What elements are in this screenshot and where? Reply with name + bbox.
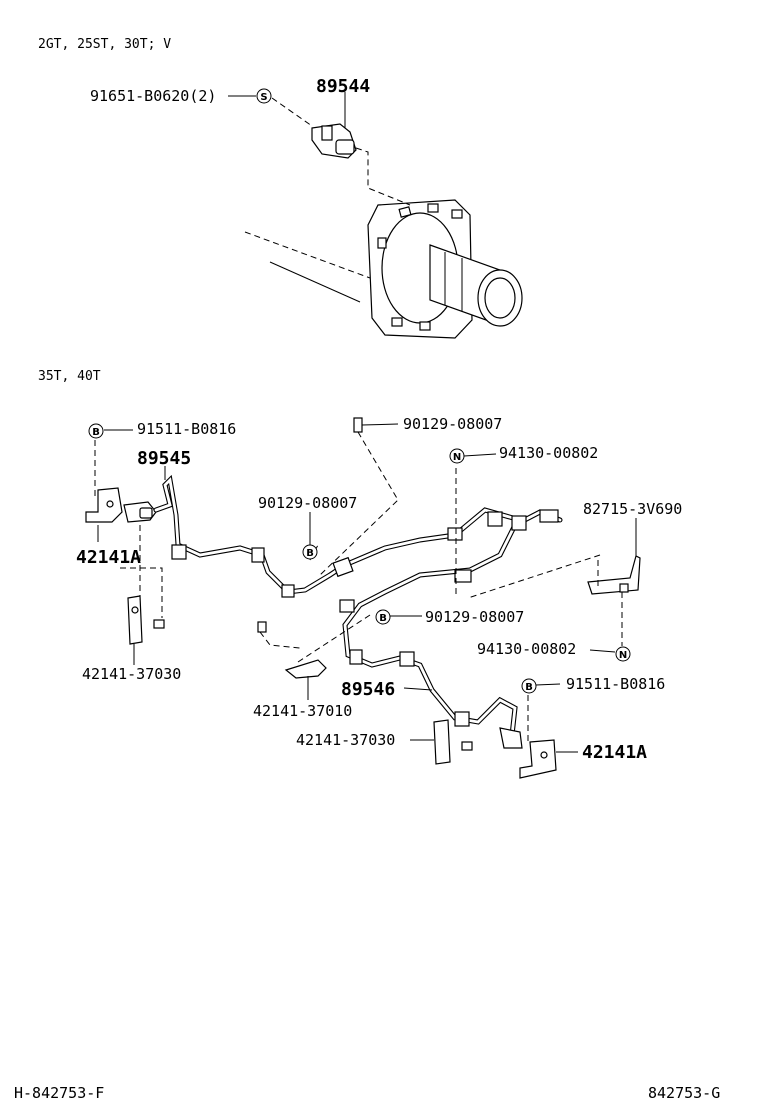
callout-42141a-left: 42141A (76, 547, 141, 568)
callout-90129-08007-low: 90129-08007 (425, 608, 524, 626)
callout-89545: 89545 (137, 448, 191, 469)
callout-82715-3v690: 82715-3V690 (583, 500, 682, 518)
bolt-90129-top (353, 417, 363, 433)
dashed-leaders (94, 431, 623, 745)
symbol-n-text-1: N (453, 452, 461, 463)
bracket-42141a-right (519, 739, 557, 779)
symbol-b-text-1: B (92, 427, 100, 438)
symbol-b-circle-3: B (375, 609, 391, 625)
symbol-b-text-2: B (306, 548, 314, 559)
speed-sensor-89544 (311, 123, 411, 206)
footer-left-code: H-842753-F (14, 1084, 104, 1102)
callout-90129-08007-top: 90129-08007 (403, 415, 502, 433)
section-label-bottom: 35T, 40T (38, 369, 101, 384)
callout-42141-37030-right: 42141-37030 (296, 731, 395, 749)
callout-91511-b0816-left: 91511-B0816 (137, 420, 236, 438)
axle-hub-illustration (244, 199, 523, 339)
sensor-89545 (123, 501, 157, 523)
sensor-89546 (499, 727, 523, 749)
callout-89546: 89546 (341, 679, 395, 700)
bracket-42141-37030-right (433, 719, 473, 765)
bracket-42141-37010 (257, 621, 327, 679)
bracket-82715-3v690 (587, 555, 641, 595)
callout-91651-b0620: 91651-B0620(2) (90, 87, 216, 105)
bracket-42141a-left (85, 487, 123, 523)
callout-94130-00802-low: 94130-00802 (477, 640, 576, 658)
symbol-b-text-3: B (379, 613, 387, 624)
symbol-n-text-2: N (619, 650, 627, 661)
callout-42141-37030-left: 42141-37030 (82, 665, 181, 683)
bracket-42141-37030-left (127, 595, 165, 645)
callout-89544: 89544 (316, 76, 370, 97)
footer-right-code: 842753-G (648, 1084, 720, 1102)
symbol-n-circle-2: N (615, 646, 631, 662)
symbol-b-circle-4: B (521, 678, 537, 694)
harness-clips (171, 509, 559, 727)
callout-94130-00802-top: 94130-00802 (499, 444, 598, 462)
symbol-s-circle: S (256, 88, 272, 104)
solid-leaders (97, 423, 637, 753)
section-label-top: 2GT, 25ST, 30T; V (38, 37, 171, 52)
symbol-s-text: S (260, 92, 267, 103)
callout-42141a-right: 42141A (582, 742, 647, 763)
symbol-b-text-4: B (525, 682, 533, 693)
symbol-n-circle-1: N (449, 448, 465, 464)
callout-91511-b0816-right: 91511-B0816 (566, 675, 665, 693)
callout-42141-37010: 42141-37010 (253, 702, 352, 720)
leader-91651 (271, 97, 313, 127)
symbol-b-circle-1: B (88, 423, 104, 439)
symbol-b-circle-2: B (302, 544, 318, 560)
callout-90129-08007-mid: 90129-08007 (258, 494, 357, 512)
